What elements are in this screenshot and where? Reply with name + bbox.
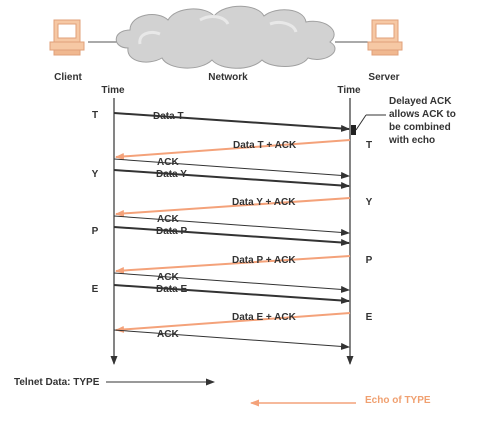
- data-y-label: Data Y: [156, 169, 187, 180]
- ack-1-label: ACK: [157, 157, 179, 168]
- server-letter-t: T: [366, 140, 372, 151]
- legend-echo-label: Echo of TYPE: [365, 395, 431, 406]
- echo-e-arrow: [115, 312, 351, 333]
- echo-y-arrow: [115, 197, 351, 217]
- client-letter-t: T: [92, 110, 98, 121]
- annotation-line-2: allows ACK to: [389, 109, 456, 120]
- ack-4-arrow: [113, 329, 350, 350]
- ack-3-arrow: [113, 272, 350, 293]
- delayed-ack-marker: [351, 125, 356, 135]
- client-letter-e: E: [92, 284, 99, 295]
- client-time-label: Time: [101, 85, 125, 96]
- data-e-label: Data E: [156, 284, 187, 295]
- server-letter-y: Y: [366, 197, 373, 208]
- ack-1-arrow: [113, 158, 350, 179]
- network-label: Network: [208, 72, 248, 83]
- server-computer-icon: [367, 19, 403, 56]
- data-e-arrow: [113, 284, 350, 304]
- echo-y-label: Data Y + ACK: [232, 197, 296, 208]
- annotation-line-1: Delayed ACK: [389, 96, 452, 107]
- server-letter-p: P: [366, 255, 373, 266]
- annotation-leader: [355, 114, 367, 131]
- data-t-arrow: [113, 112, 350, 132]
- ack-2-label: ACK: [157, 214, 179, 225]
- data-t-label: Data T: [153, 111, 184, 122]
- echo-t-arrow: [115, 139, 351, 160]
- client-computer-icon: [49, 19, 85, 56]
- client-letter-y: Y: [92, 169, 99, 180]
- server-time-label: Time: [337, 85, 361, 96]
- client-letter-p: P: [92, 226, 99, 237]
- client-label: Client: [54, 72, 82, 83]
- data-y-arrow: [113, 169, 350, 189]
- server-label: Server: [368, 72, 399, 83]
- annotation-line-3: be combined: [389, 122, 451, 133]
- server-letter-e: E: [366, 312, 373, 323]
- ack-2-arrow: [113, 215, 350, 236]
- legend-telnet-label: Telnet Data: TYPE: [14, 377, 100, 388]
- echo-p-label: Data P + ACK: [232, 255, 296, 266]
- ack-4-label: ACK: [157, 329, 179, 340]
- ack-3-label: ACK: [157, 272, 179, 283]
- echo-e-label: Data E + ACK: [232, 312, 297, 323]
- annotation-line-4: with echo: [388, 135, 435, 146]
- echo-t-label: Data T + ACK: [233, 140, 297, 151]
- network-cloud-icon: [115, 5, 336, 69]
- data-p-arrow: [113, 226, 350, 246]
- data-p-label: Data P: [156, 226, 187, 237]
- echo-p-arrow: [115, 255, 351, 274]
